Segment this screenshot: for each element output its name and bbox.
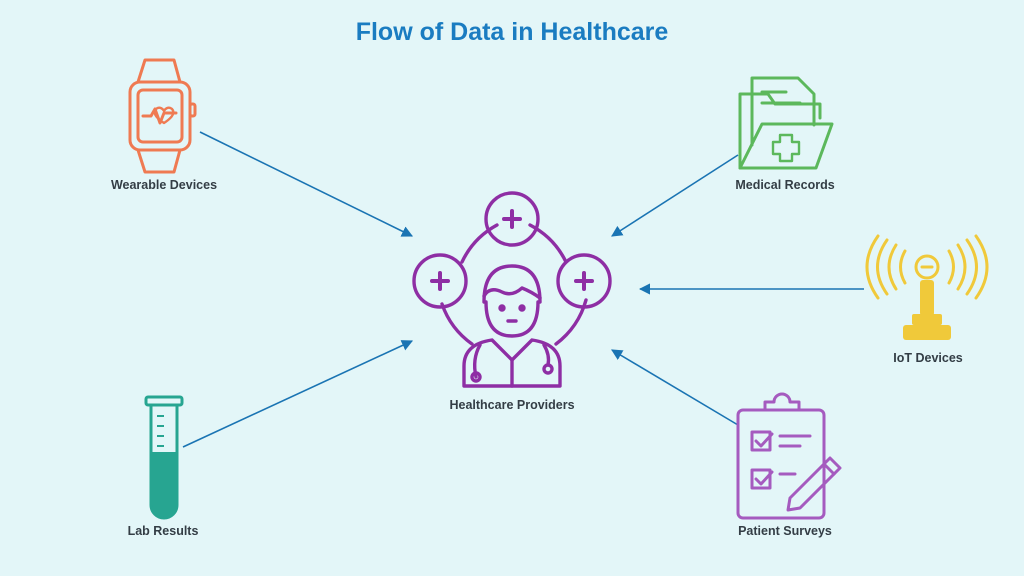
node-label-iot: IoT Devices	[893, 351, 963, 365]
arrow-surveys-to-providers	[611, 349, 739, 426]
antenna-base	[903, 280, 951, 340]
arrow-records-to-providers	[611, 154, 739, 237]
arrow-lab-to-providers	[182, 340, 414, 448]
node-label-surveys: Patient Surveys	[738, 524, 832, 538]
medical-folder-icon	[738, 76, 834, 170]
antenna-icon	[865, 234, 989, 300]
doctor-icon	[412, 191, 612, 388]
node-label-lab: Lab Results	[127, 524, 199, 538]
page-title: Flow of Data in Healthcare	[355, 18, 669, 46]
smartwatch-icon	[128, 58, 197, 174]
node-label-providers: Healthcare Providers	[449, 398, 575, 412]
node-label-records: Medical Records	[735, 178, 835, 192]
clipboard-icon	[736, 392, 842, 520]
test-tube-icon	[144, 395, 184, 520]
arrow-wearable-to-providers	[199, 131, 414, 237]
node-label-wearable: Wearable Devices	[110, 178, 218, 192]
